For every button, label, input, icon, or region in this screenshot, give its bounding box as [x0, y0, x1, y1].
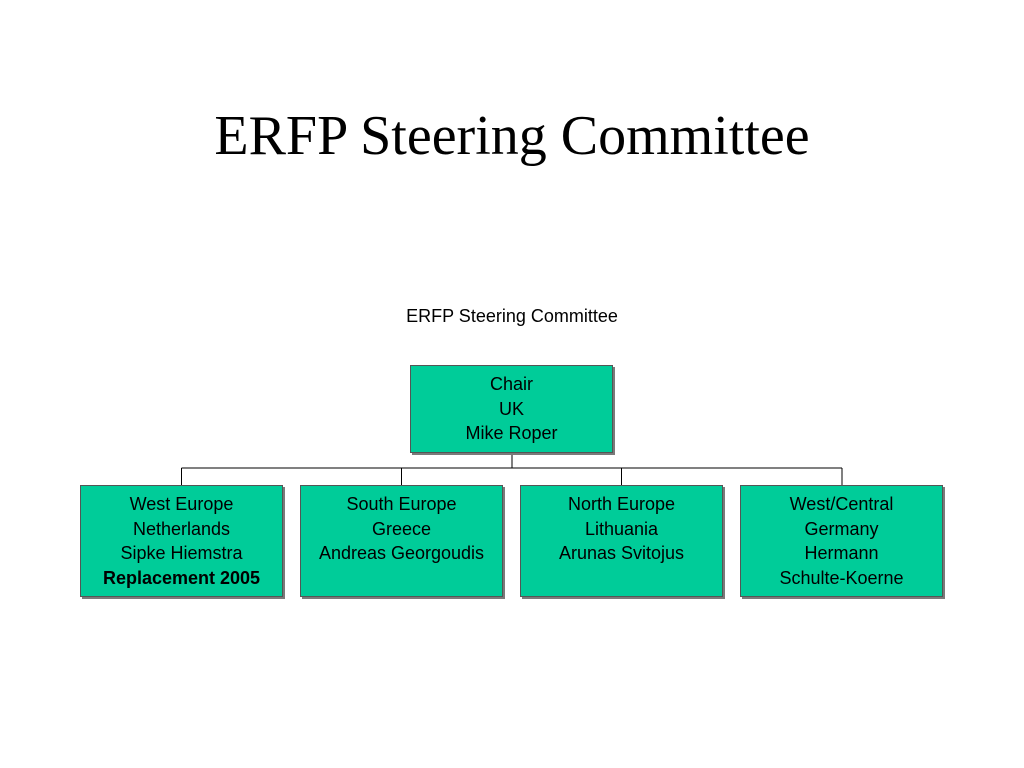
org-box-line: Greece: [371, 518, 432, 539]
org-box-line: Schulte-Koerne: [779, 567, 904, 588]
org-box-line-bold: Replacement 2005: [102, 567, 261, 588]
org-box-line: Lithuania: [584, 518, 659, 539]
org-box-line: West Europe: [129, 494, 234, 514]
org-box-line: Andreas Georgoudis: [318, 543, 485, 563]
org-box-south-europe: South Europe Greece Andreas Georgoudis: [300, 485, 503, 597]
org-box-north-europe: North Europe Lithuania Arunas Svitojus: [520, 485, 723, 597]
org-box-line: Mike Roper: [465, 423, 558, 443]
org-box-line: Germany: [804, 518, 879, 539]
org-box-west-europe: West Europe Netherlands Sipke Hiemstra R…: [80, 485, 283, 597]
org-box-line: Hermann: [804, 543, 879, 563]
org-box-line: North Europe: [567, 494, 676, 514]
org-box-line: Sipke Hiemstra: [120, 543, 243, 563]
org-chart-caption: ERFP Steering Committee: [406, 306, 618, 326]
org-box-line: West/Central: [789, 494, 894, 514]
org-box-line: Netherlands: [132, 518, 231, 539]
org-box-line: UK: [498, 398, 524, 419]
slide-title: ERFP Steering Committee: [214, 105, 810, 167]
org-box-line: South Europe: [346, 494, 457, 514]
org-box-west-central: West/Central Germany Hermann Schulte-Koe…: [740, 485, 943, 597]
org-box-line: Chair: [489, 374, 533, 394]
org-box-line: Arunas Svitojus: [558, 543, 685, 563]
org-box-chair: Chair UK Mike Roper: [410, 365, 613, 453]
